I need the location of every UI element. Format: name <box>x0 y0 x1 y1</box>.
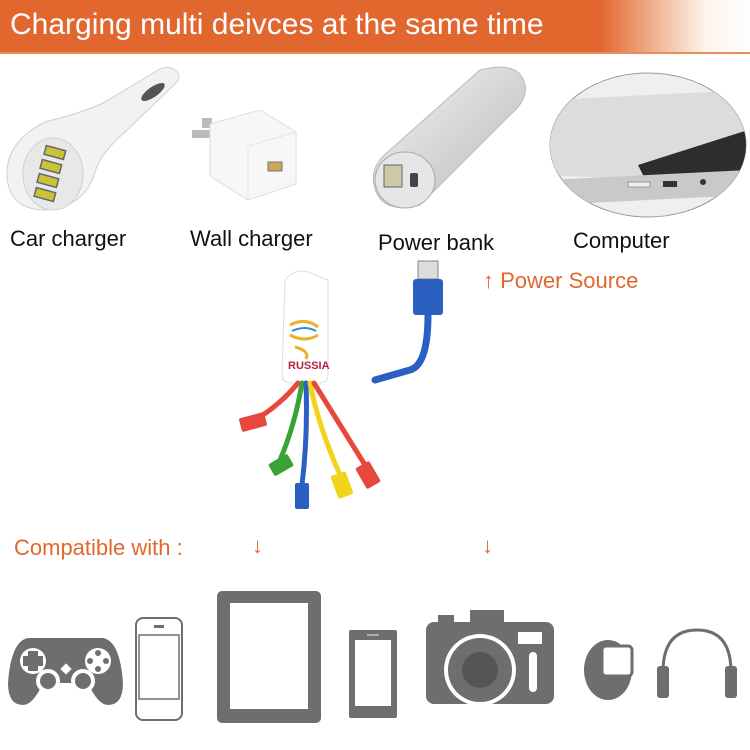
product-logo-text: RUSSIA <box>288 360 330 372</box>
source-label-car-charger: Car charger <box>10 226 127 251</box>
banner-title: Charging multi deivces at the same time <box>10 8 544 41</box>
smartwatch-icon <box>582 638 634 702</box>
wall-charger-icon <box>190 110 300 200</box>
tablet-icon <box>217 591 321 723</box>
power-source-label: ↑ Power Source <box>483 268 638 294</box>
laptop-icon <box>548 70 748 220</box>
arrow-up-icon: ↑ <box>483 268 494 293</box>
arrow-down-icon: ↓ <box>252 533 263 558</box>
arrow-down-icon: ↓ <box>482 533 493 558</box>
power-bank-icon <box>370 65 530 215</box>
source-label-power-bank: Power bank <box>378 230 495 255</box>
source-label-computer: Computer <box>573 228 670 253</box>
multi-charging-cable-image: RUSSIA <box>210 255 490 535</box>
camera-icon <box>426 610 554 714</box>
car-charger-icon <box>5 62 185 212</box>
headphones-icon <box>655 628 739 700</box>
gamepad-icon <box>8 633 123 713</box>
android-phone-icon <box>349 630 397 718</box>
compatible-with-label: Compatible with : <box>14 535 183 560</box>
source-label-wall-charger: Wall charger <box>190 226 313 251</box>
iphone-icon <box>135 617 183 721</box>
power-source-text: Power Source <box>500 268 639 293</box>
header-banner: Charging multi deivces at the same time <box>0 0 750 54</box>
